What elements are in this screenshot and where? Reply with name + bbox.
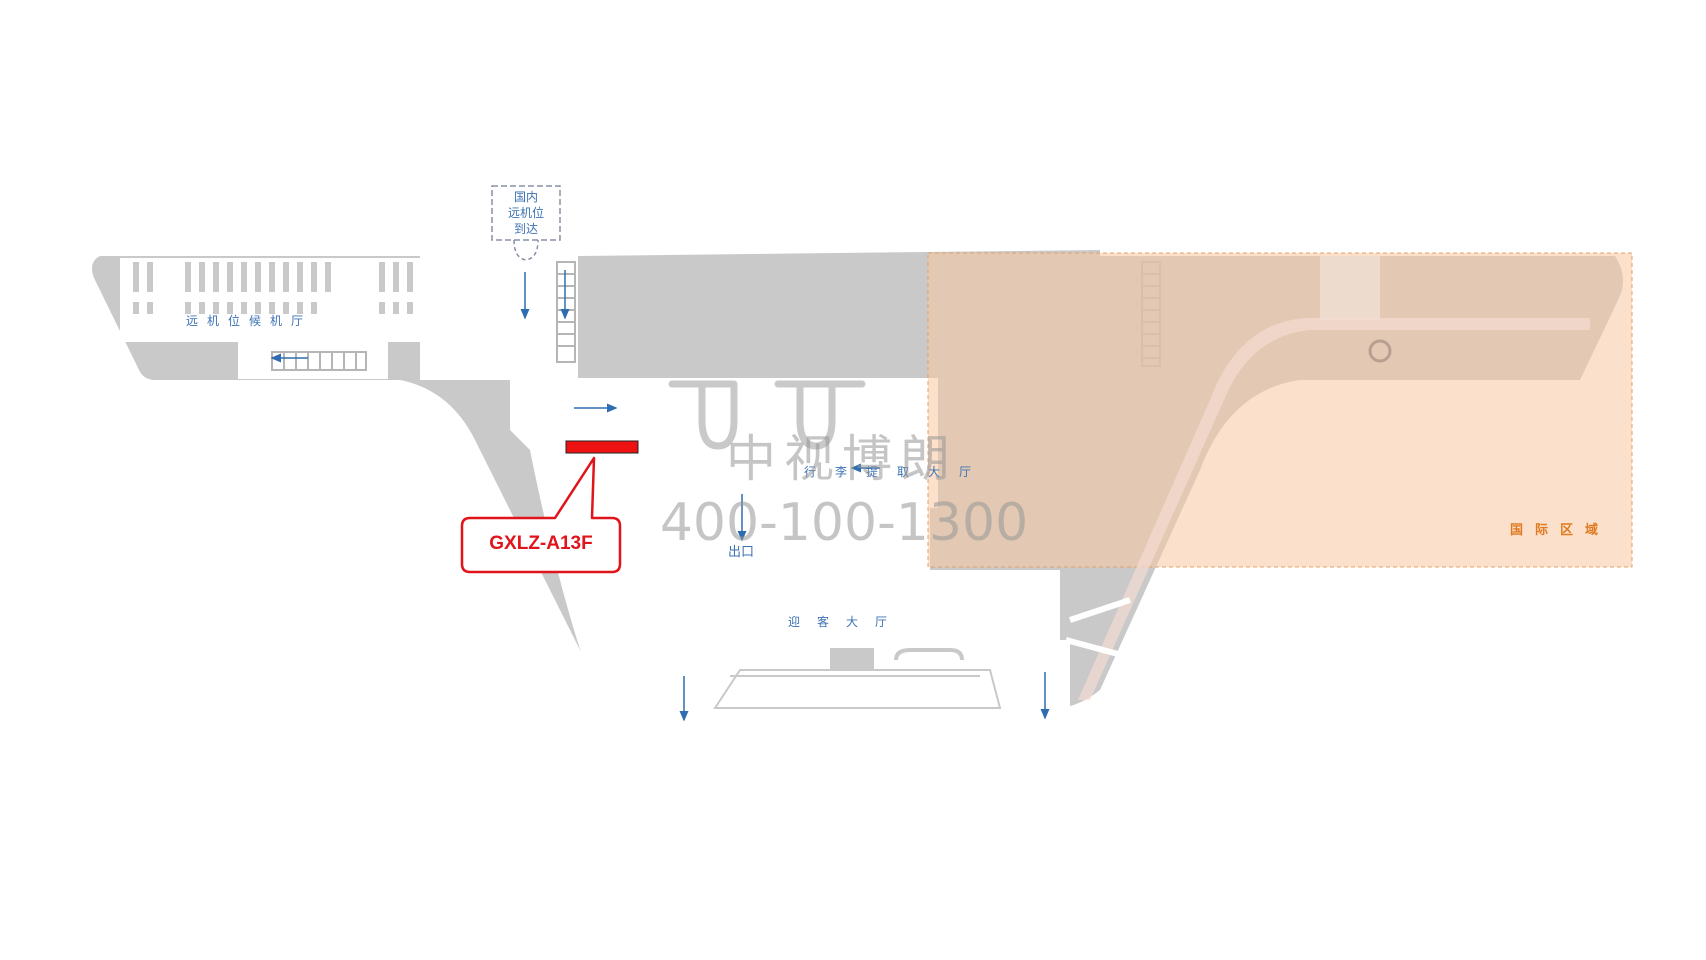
international-zone xyxy=(927,252,1633,700)
exit-label: 出口 xyxy=(728,545,754,560)
greeting-hall-structures xyxy=(713,648,1002,709)
flow-arrows xyxy=(270,270,1050,722)
lounge-seating xyxy=(133,262,413,314)
greeting-hall-label: 迎客大厅 xyxy=(788,614,904,629)
interior-white-areas xyxy=(120,256,1070,708)
baggage-claim-label: 行李提取大厅 xyxy=(804,464,990,479)
remote-arrival-box: 国内 远机位 到达 xyxy=(491,185,561,261)
watermark: 中视博朗 400-100-1300 xyxy=(660,430,1028,553)
ad-placement[interactable] xyxy=(565,440,639,454)
remote-arrival-label-line3: 到达 xyxy=(514,222,538,236)
remote-arrival-label-line2: 远机位 xyxy=(508,205,544,220)
remote-lounge-label: 远机位候机厅 xyxy=(186,313,312,328)
ad-code-label: GXLZ-A13F xyxy=(489,533,592,554)
international-zone-label: 国际区域 xyxy=(1510,522,1610,538)
ad-callout[interactable]: GXLZ-A13F xyxy=(460,456,622,574)
watermark-company: 中视博朗 xyxy=(726,430,958,488)
remote-arrival-label-line1: 国内 xyxy=(514,190,538,204)
watermark-phone: 400-100-1300 xyxy=(660,493,1028,553)
